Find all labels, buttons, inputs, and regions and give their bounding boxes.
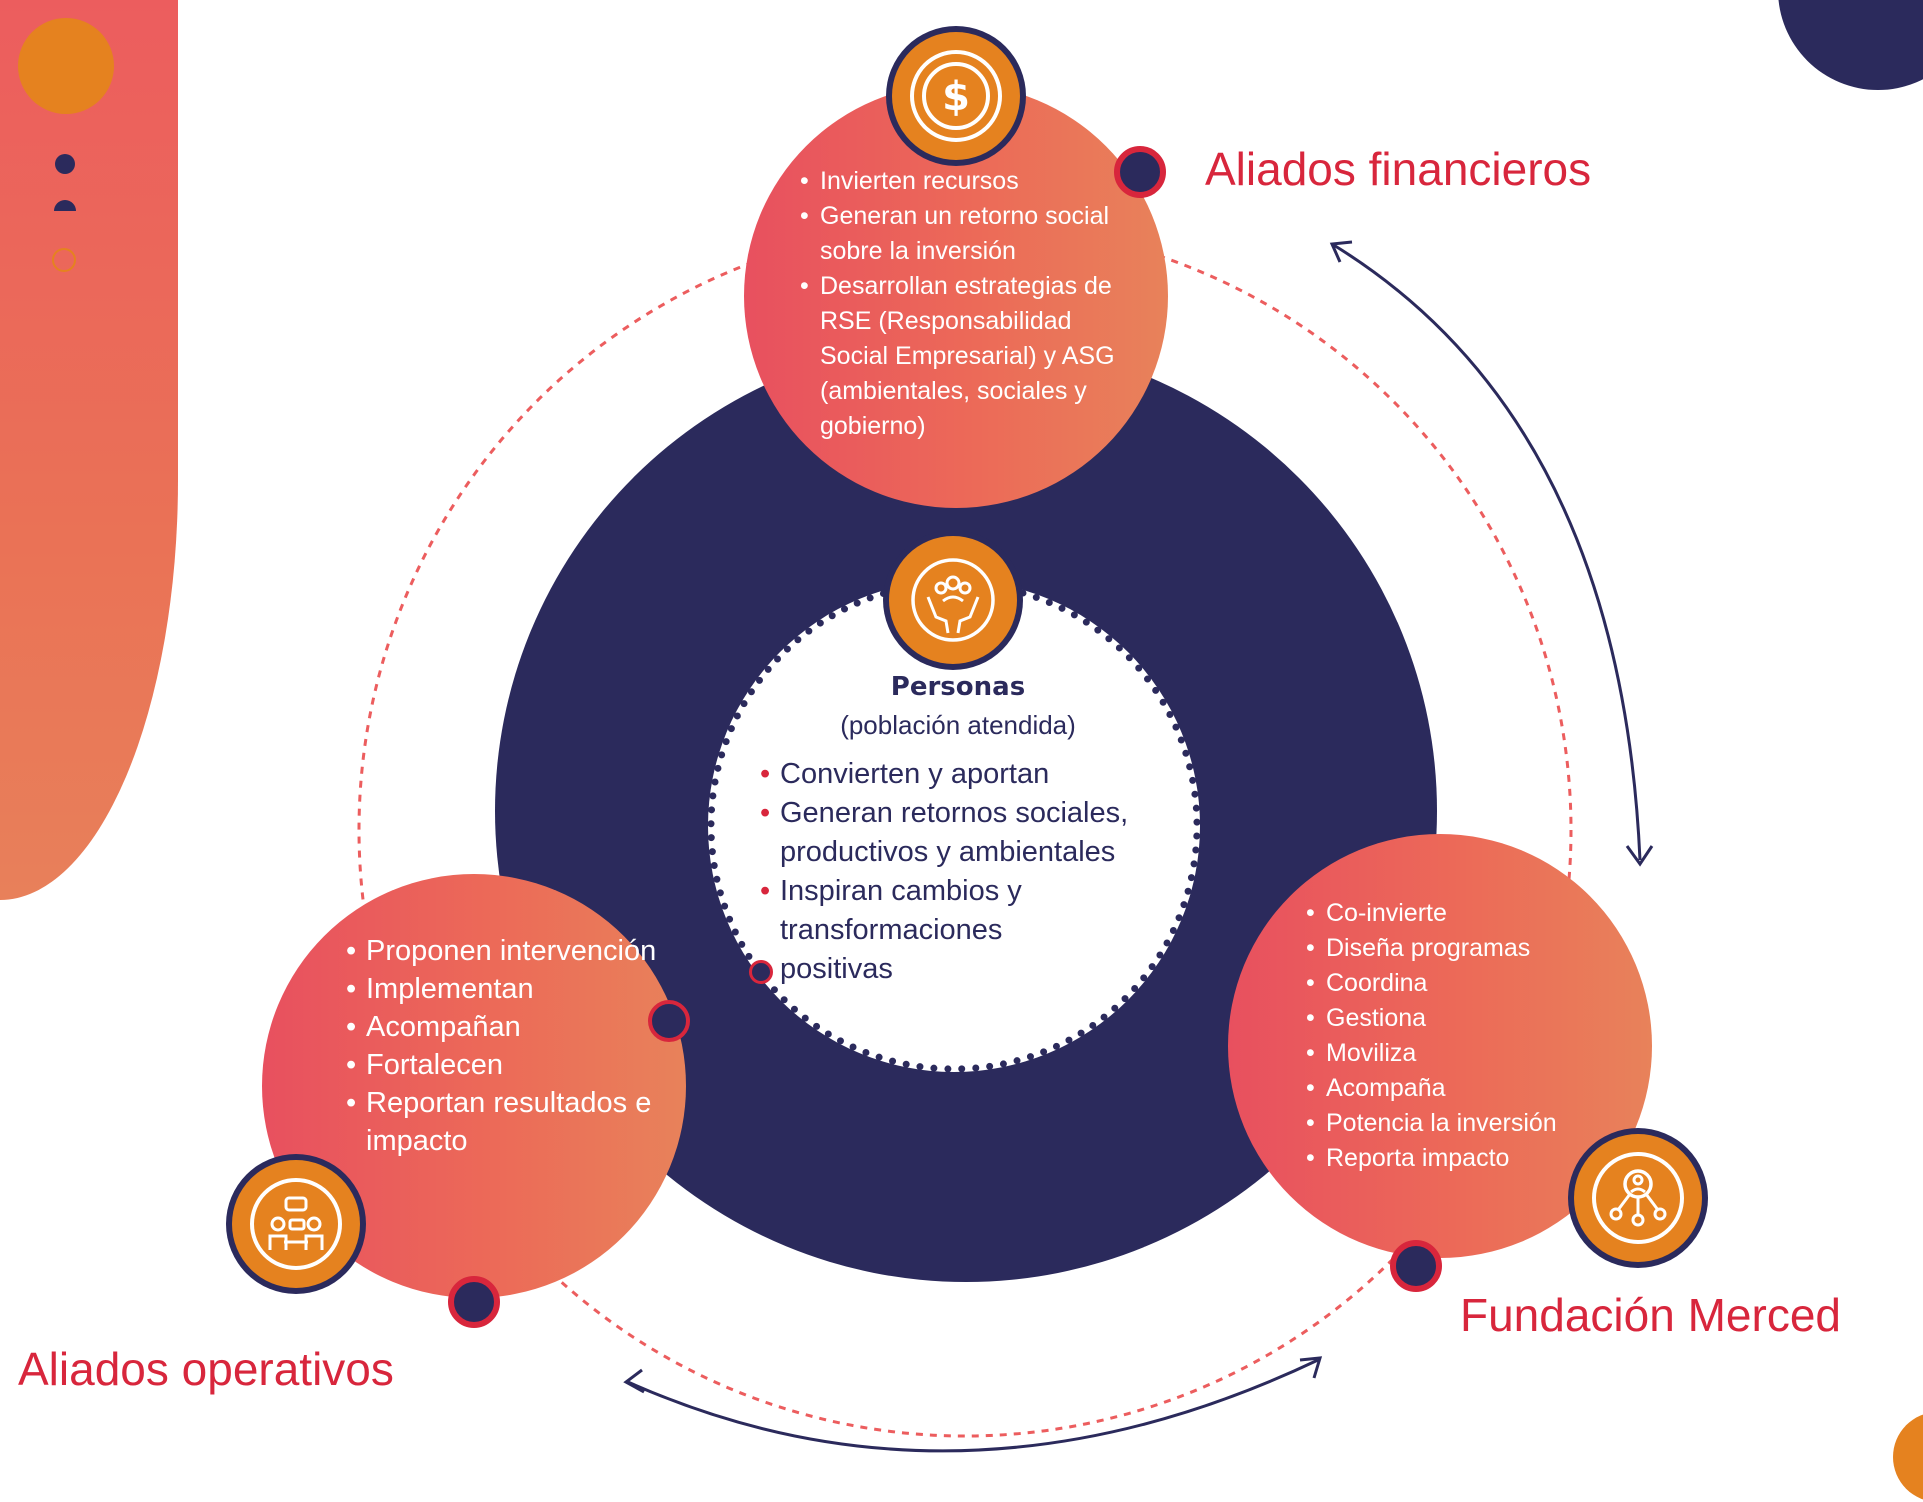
personas-icon-badge (883, 530, 1023, 670)
personas-list: Convierten y aportan Generan retornos so… (758, 755, 1158, 989)
fundacion-label: Fundación Merced (1460, 1289, 1841, 1341)
list-item: Proponen intervención (344, 932, 664, 970)
decorative-side-band (0, 0, 178, 900)
list-item: Fortalecen (344, 1046, 664, 1084)
list-item: Reporta impacto (1304, 1141, 1624, 1176)
list-item: Reportan resultados e impacto (344, 1084, 664, 1160)
hands-people-icon (911, 558, 995, 642)
operativos-list: Proponen intervención Implementan Acompa… (344, 932, 664, 1160)
fundacion-marker (1390, 1240, 1442, 1292)
fundacion-icon-badge (1568, 1128, 1708, 1268)
arrow-fundacion-operativos (627, 1358, 1319, 1453)
financieros-icon-badge: $ (886, 26, 1026, 166)
meeting-icon (250, 1178, 342, 1270)
operativos-link-marker (648, 1000, 690, 1042)
financieros-label: Aliados financieros (1205, 143, 1592, 195)
svg-text:$: $ (942, 74, 970, 120)
fundacion-list: Co-invierte Diseña programas Coordina Ge… (1304, 896, 1624, 1176)
list-item: Implementan (344, 970, 664, 1008)
list-item: Moviliza (1304, 1036, 1624, 1071)
network-person-icon (1592, 1152, 1684, 1244)
list-item: Gestiona (1304, 1001, 1624, 1036)
list-item: Inspiran cambios y transformaciones posi… (758, 872, 1030, 989)
orange-ring-decoration (52, 248, 76, 272)
list-item: Invierten recursos (798, 164, 1138, 199)
navy-half-dot-decoration (54, 200, 76, 211)
list-item: Acompaña (1304, 1071, 1624, 1106)
financieros-list: Invierten recursos Generan un retorno so… (798, 164, 1138, 444)
list-item: Desarrollan estrategias de RSE (Responsa… (798, 269, 1138, 444)
operativos-label: Aliados operativos (18, 1343, 394, 1395)
dollar-icon: $ (910, 50, 1002, 142)
list-item: Acompañan (344, 1008, 664, 1046)
list-item: Generan retornos sociales, productivos y… (758, 794, 1158, 872)
personas-subtitle: (población atendida) (840, 710, 1076, 740)
personas-link-marker (749, 960, 773, 984)
operativos-marker (448, 1276, 500, 1328)
list-item: Convierten y aportan (758, 755, 1158, 794)
personas-title: Personas (890, 672, 1026, 702)
list-item: Diseña programas (1304, 931, 1624, 966)
list-item: Generan un retorno social sobre la inver… (798, 199, 1138, 269)
orange-dot-decoration (18, 18, 114, 114)
arrow-financieros-fundacion (1331, 242, 1642, 861)
operativos-icon-badge (226, 1154, 366, 1294)
financieros-marker (1114, 146, 1166, 198)
personas-content: Personas (población atendida) Convierten… (758, 672, 1178, 989)
navy-dot-decoration (55, 154, 75, 174)
dashed-orbit (357, 222, 1573, 1438)
list-item: Potencia la inversión (1304, 1106, 1624, 1141)
list-item: Coordina (1304, 966, 1624, 1001)
list-item: Co-invierte (1304, 896, 1624, 931)
